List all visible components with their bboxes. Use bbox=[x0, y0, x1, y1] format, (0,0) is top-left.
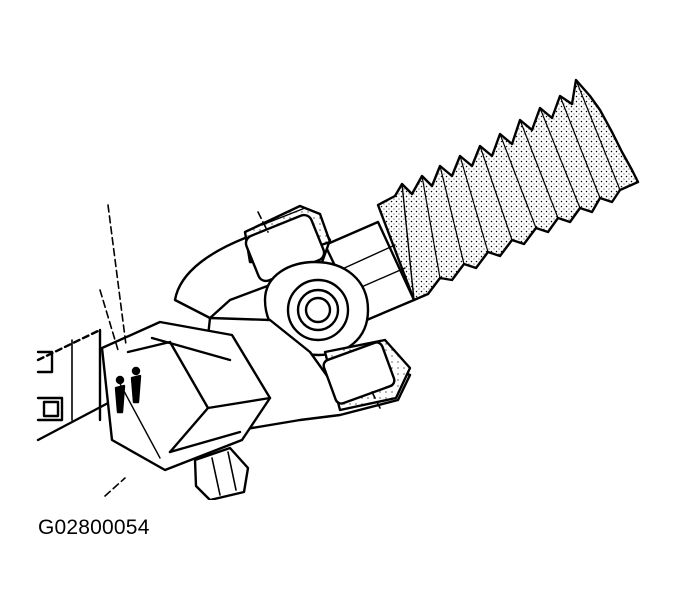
mounting-bracket bbox=[36, 328, 112, 442]
clamp-bolt bbox=[193, 446, 250, 500]
leader-lines bbox=[99, 204, 381, 497]
bellows-boot bbox=[376, 78, 640, 302]
universal-joint-illustration bbox=[36, 78, 640, 500]
alignment-marks bbox=[114, 366, 142, 414]
figure-id-label: G02800054 bbox=[38, 516, 150, 539]
output-sleeve bbox=[100, 320, 272, 472]
spider-cross bbox=[263, 260, 370, 357]
